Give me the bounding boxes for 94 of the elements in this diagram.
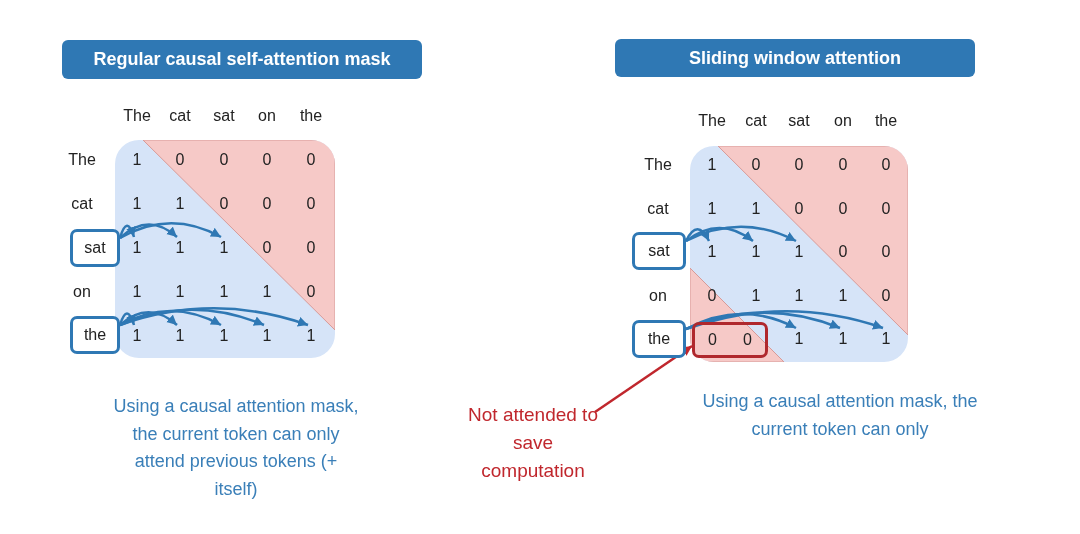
matrix-text: 0	[262, 151, 272, 169]
matrix-text: 1	[707, 200, 717, 218]
matrix-text: cat	[647, 200, 669, 218]
matrix-text: 1	[128, 237, 146, 259]
matrix-text: 1	[794, 287, 804, 305]
attention-arrow	[685, 225, 797, 243]
matrix-text: The	[644, 156, 672, 174]
matrix-text: the	[874, 112, 898, 130]
matrix-text: on	[649, 287, 667, 305]
matrix-text: 1	[258, 325, 276, 347]
caption-text: Using a causal attention mask, the current token can only	[701, 390, 979, 441]
token-highlight	[70, 229, 120, 267]
token-label: sat	[648, 242, 670, 260]
matrix-text: 1	[175, 195, 185, 213]
matrix-text: 1	[707, 156, 717, 174]
title-banner: Sliding window attention	[615, 39, 975, 77]
matrix-text: 1	[171, 325, 189, 347]
matrix-text: 0	[838, 156, 848, 174]
masked-cells-highlight	[692, 322, 768, 358]
matrix-text: 1	[171, 237, 189, 259]
matrix-text: 0	[794, 200, 804, 218]
matrix-text: 0	[306, 239, 316, 257]
matrix-text: the	[299, 107, 323, 125]
matrix-text: 0	[262, 239, 272, 257]
matrix-text: 1	[215, 237, 233, 259]
attention-arrow	[118, 224, 136, 239]
attention-arrow	[119, 307, 309, 327]
matrix-text: on	[834, 112, 852, 130]
matrix-text: 0	[175, 151, 185, 169]
matrix-text: 1	[834, 328, 852, 350]
matrix-text: 1	[215, 325, 233, 347]
pointer-arrow	[594, 344, 693, 414]
matrix-text: The	[698, 112, 726, 130]
mask-value: 0	[743, 331, 752, 349]
matrix-text: 1	[751, 200, 761, 218]
attention-arrow	[119, 311, 178, 326]
matrix-text: 1	[175, 283, 185, 301]
matrix-text: 1	[790, 328, 808, 350]
matrix-text: cat	[745, 112, 767, 130]
matrix-text: on	[258, 107, 276, 125]
matrix-text: 1	[703, 241, 721, 263]
matrix-text: 1	[747, 241, 765, 263]
title-banner: Regular causal self-attention mask	[62, 40, 422, 79]
attention-arrow	[685, 311, 841, 331]
attention-arrow	[685, 226, 754, 242]
matrix-text: 0	[219, 151, 229, 169]
matrix-text: 0	[838, 200, 848, 218]
matrix-text: 1	[132, 195, 142, 213]
matrix-text: 0	[881, 200, 891, 218]
matrix-text: 0	[306, 195, 316, 213]
matrix-text: 0	[751, 156, 761, 174]
matrix-text: on	[73, 283, 91, 301]
attention-arrow	[119, 223, 178, 239]
attention-arrow	[684, 228, 711, 242]
attention-arrow	[685, 312, 797, 331]
matrix-text: sat	[213, 107, 235, 125]
matrix-text: 0	[306, 151, 316, 169]
matrix-text: 0	[262, 195, 272, 213]
matrix-text: 0	[707, 287, 717, 305]
matrix-text: 1	[219, 283, 229, 301]
matrix-text: 1	[838, 287, 848, 305]
matrix-text: 1	[302, 325, 320, 347]
token-label: sat	[84, 239, 106, 257]
matrix-text: 1	[877, 328, 895, 350]
matrix-text: 1	[751, 287, 761, 305]
annotation-text: Not attended to save computation	[463, 400, 603, 486]
token-label: the	[647, 330, 671, 348]
matrix-text: 1	[128, 325, 146, 347]
matrix-text: 1	[790, 241, 808, 263]
matrix-text: sat	[788, 112, 810, 130]
matrix-text: 1	[132, 151, 142, 169]
matrix-text: The	[123, 107, 151, 125]
matrix-text: 0	[881, 287, 891, 305]
matrix-text: 0	[838, 243, 848, 261]
mask-value: 0	[708, 331, 717, 349]
matrix-text: 0	[219, 195, 229, 213]
token-highlight	[632, 320, 686, 358]
matrix-text: cat	[71, 195, 93, 213]
attention-arrow	[118, 312, 136, 326]
token-label: the	[83, 326, 107, 344]
caption-text: Using a causal attention mask, the current token can only attend previous tokens (+ itself)	[112, 395, 360, 501]
matrix-text: 0	[881, 243, 891, 261]
matrix-text: cat	[169, 107, 191, 125]
attention-arrow	[119, 308, 265, 327]
matrix-text: 0	[306, 283, 316, 301]
token-highlight	[632, 232, 686, 270]
token-highlight	[70, 316, 120, 354]
matrix-text: 0	[881, 156, 891, 174]
attention-arrow	[685, 310, 884, 331]
matrix-text: 1	[262, 283, 272, 301]
matrix-text: 1	[132, 283, 142, 301]
matrix-text: 0	[794, 156, 804, 174]
matrix-text: The	[68, 151, 96, 169]
attention-arrow	[119, 222, 222, 240]
